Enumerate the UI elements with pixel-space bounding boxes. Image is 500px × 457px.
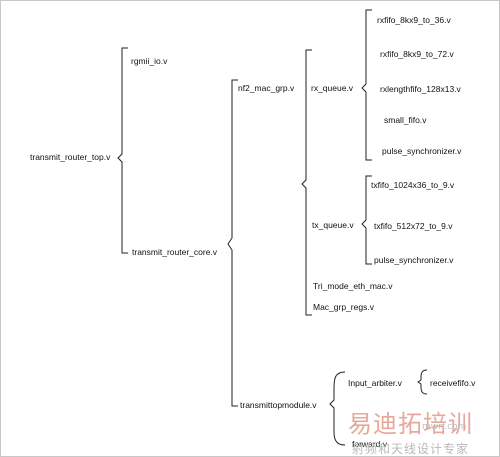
node-small-fifo: small_fifo.v: [384, 115, 427, 125]
node-tx-queue: tx_queue.v: [312, 220, 354, 230]
watermark: 易迪拓培训 mwrf.com 射频和天线设计专家: [330, 400, 500, 457]
brace-transmittop: [329, 371, 346, 446]
node-rx-queue: rx_queue.v: [311, 83, 354, 93]
node-input-arbiter: Input_arbiter.v: [348, 378, 402, 388]
brace-core: [227, 79, 238, 407]
node-transmittopmodule: transmittopmodule.v: [240, 400, 317, 410]
brace-tx-queue: [361, 175, 372, 265]
watermark-subtitle: 射频和天线设计专家: [352, 442, 470, 456]
node-rgmii-io: rgmii_io.v: [131, 56, 168, 66]
node-pulse-synchronizer-rx: pulse_synchronizer.v: [382, 146, 462, 156]
node-txfifo-512x72-to-9: txfifo_512x72_to_9.v: [374, 221, 453, 231]
node-rxlengthfifo-128x13: rxlengthfifo_128x13.v: [380, 84, 461, 94]
node-tri-mode-eth-mac: Tri_mode_eth_mac.v: [313, 281, 393, 291]
brace-root: [117, 47, 128, 254]
node-forward: forward.v: [352, 439, 387, 449]
node-rxfifo-8kx9-to-72: rxfifo_8kx9_to_72.v: [380, 49, 454, 59]
node-transmit-router-core: transmit_router_core.v: [132, 247, 218, 257]
watermark-url: mwrf.com: [422, 422, 467, 432]
brace-input-arbiter: [417, 369, 428, 395]
node-nf2-mac-grp: nf2_mac_grp.v: [238, 83, 295, 93]
node-pulse-synchronizer-tx: pulse_synchronizer.v: [374, 255, 454, 265]
watermark-title: 易迪拓培训: [348, 410, 473, 438]
node-mac-grp-regs: Mac_grp_regs.v: [313, 302, 374, 312]
node-txfifo-1024x36-to-9: txfifo_1024x36_to_9.v: [371, 180, 455, 190]
brace-rx-queue: [361, 9, 372, 161]
node-receivefifo: receivefifo.v: [430, 378, 476, 388]
node-transmit-router-top: transmit_router_top.v: [30, 152, 111, 162]
node-rxfifo-8kx9-to-36: rxfifo_8kx9_to_36.v: [377, 15, 451, 25]
brace-nf2: [301, 49, 312, 316]
